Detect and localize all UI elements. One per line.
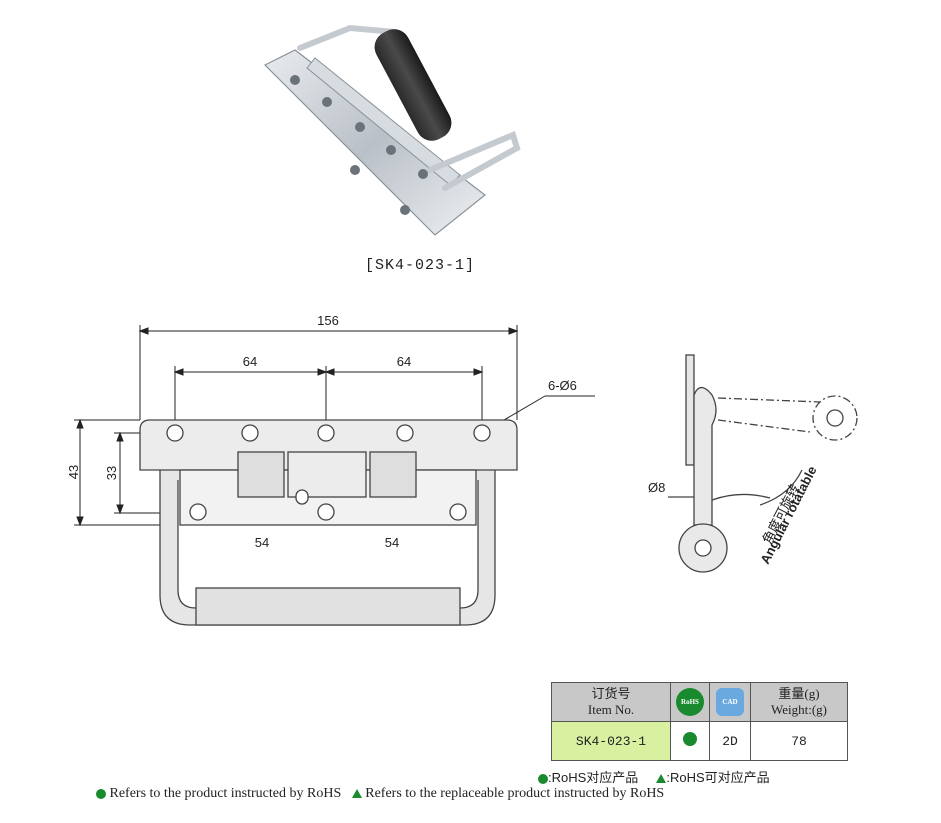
mount-hole (473, 424, 491, 442)
spec-value-row: SK4-023-1 2D 78 (551, 721, 848, 761)
legend-cn-rohs: :RoHS对应产品 (548, 770, 639, 785)
mount-hole (189, 503, 207, 521)
mount-hole (317, 424, 335, 442)
rohs-dot-icon (96, 788, 106, 799)
cad-header: CAD (709, 682, 751, 722)
item-no-value: SK4-023-1 (551, 721, 671, 761)
side-view-outline (668, 354, 858, 573)
dim-overall-width: 156 (317, 313, 339, 328)
mount-hole (396, 424, 414, 442)
cad-format-value: 2D (709, 721, 751, 761)
mount-hole (317, 503, 335, 521)
spec-table: 订货号 Item No. RoHS CAD 重量(g) Weight:(g) S… (551, 682, 848, 761)
dim-bottom-pitch-left: 54 (255, 535, 269, 550)
legend-cn-replaceable: :RoHS可对应产品 (666, 770, 770, 785)
mount-hole (449, 503, 467, 521)
item-no-header: 订货号 Item No. (551, 682, 671, 722)
weight-header: 重量(g) Weight:(g) (750, 682, 848, 722)
dim-top-pitch-right: 64 (397, 354, 411, 369)
rotation-note-en: Angular rotatable (757, 464, 819, 567)
spec-header-row: 订货号 Item No. RoHS CAD 重量(g) Weight:(g) (551, 682, 848, 722)
mount-hole (241, 424, 259, 442)
dim-top-pitch-left: 64 (243, 354, 257, 369)
legend-en: Refers to the product instructed by RoHS… (96, 786, 664, 802)
dim-hole-note: 6-Ø6 (548, 378, 577, 393)
product-photo (263, 24, 521, 236)
rohs-dot-icon (683, 732, 697, 746)
product-caption: [SK4-023-1] (364, 257, 476, 274)
dim-rod-diameter: Ø8 (648, 480, 665, 495)
front-view-outline (139, 419, 518, 626)
legend-en-replaceable: Refers to the replaceable product instru… (365, 786, 665, 801)
rohs-badge-icon: RoHS (676, 688, 704, 716)
dim-overall-height: 43 (66, 465, 81, 479)
replaceable-triangle-icon (656, 774, 667, 784)
dim-inner-height: 33 (104, 466, 119, 480)
technical-drawing: 156 64 64 6-Ø6 43 33 54 54 Ø8 角度可旋转 Angu… (66, 313, 858, 626)
cad-file-icon: CAD (716, 688, 744, 716)
replaceable-triangle-icon (351, 789, 362, 799)
weight-value: 78 (750, 721, 848, 761)
legend-cn: :RoHS对应产品 :RoHS可对应产品 (538, 767, 770, 786)
rohs-dot-icon (538, 773, 548, 784)
dim-bottom-pitch-right: 54 (385, 535, 399, 550)
rohs-value (670, 721, 710, 761)
rohs-header: RoHS (670, 682, 710, 722)
legend-en-rohs: Refers to the product instructed by RoHS (109, 786, 342, 801)
mount-hole (166, 424, 184, 442)
